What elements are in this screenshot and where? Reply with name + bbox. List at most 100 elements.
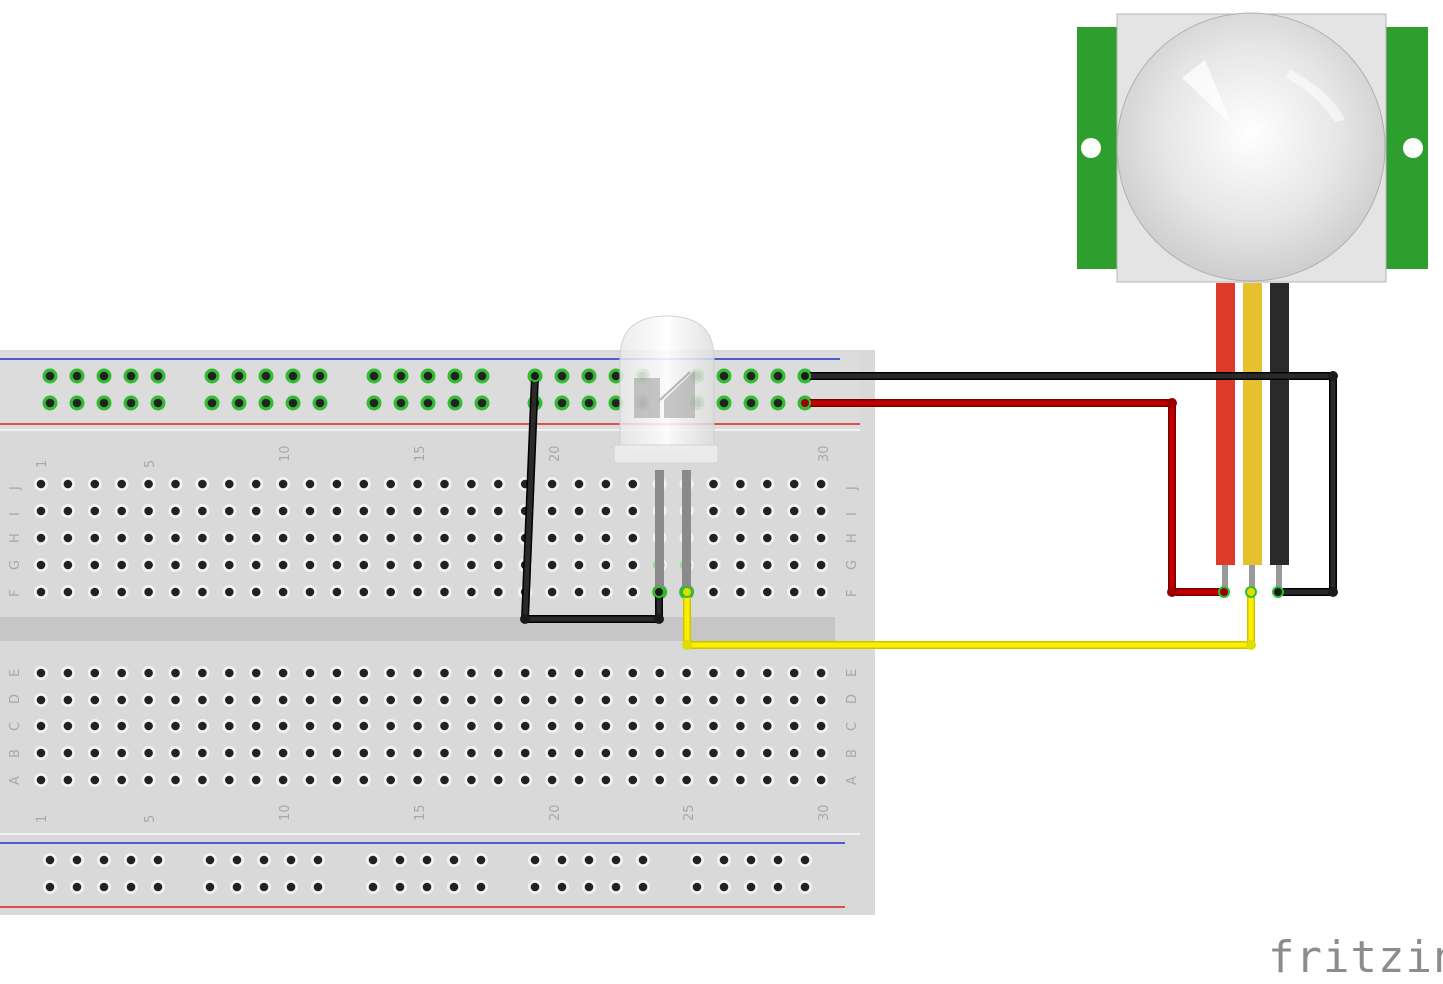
rail-hole-bottom[interactable]	[45, 882, 55, 892]
breadboard-hole[interactable]	[305, 560, 315, 570]
breadboard-hole[interactable]	[709, 775, 718, 785]
breadboard-hole[interactable]	[251, 506, 261, 516]
breadboard-hole[interactable]	[574, 668, 584, 678]
rail-hole-top[interactable]	[315, 398, 325, 408]
breadboard-hole[interactable]	[63, 695, 73, 705]
breadboard-hole[interactable]	[225, 479, 234, 489]
rail-hole-bottom[interactable]	[286, 855, 296, 865]
rail-hole-bottom[interactable]	[800, 882, 810, 892]
breadboard-hole[interactable]	[736, 587, 745, 597]
breadboard-hole[interactable]	[816, 775, 826, 785]
breadboard-hole[interactable]	[413, 721, 422, 731]
breadboard-hole[interactable]	[655, 695, 664, 705]
breadboard-hole[interactable]	[278, 587, 288, 597]
breadboard-hole[interactable]	[198, 668, 207, 678]
breadboard-hole[interactable]	[225, 533, 234, 543]
rail-hole-top[interactable]	[234, 398, 244, 408]
rail-hole-bottom[interactable]	[557, 882, 567, 892]
breadboard-hole[interactable]	[251, 479, 261, 489]
breadboard-hole[interactable]	[198, 695, 207, 705]
breadboard-hole[interactable]	[547, 748, 557, 758]
rail-hole-top[interactable]	[126, 371, 136, 381]
breadboard-hole[interactable]	[520, 748, 530, 758]
breadboard-hole[interactable]	[709, 587, 718, 597]
breadboard-hole[interactable]	[789, 695, 799, 705]
breadboard-hole[interactable]	[628, 506, 638, 516]
rail-hole-top[interactable]	[719, 398, 729, 408]
breadboard-hole[interactable]	[736, 721, 745, 731]
rail-hole-bottom[interactable]	[773, 855, 783, 865]
rail-hole-top[interactable]	[477, 398, 487, 408]
breadboard-hole[interactable]	[440, 748, 449, 758]
rail-hole-top[interactable]	[261, 398, 271, 408]
rail-hole-bottom[interactable]	[692, 882, 702, 892]
breadboard-hole[interactable]	[682, 668, 691, 678]
rail-hole-top[interactable]	[288, 371, 298, 381]
breadboard-hole[interactable]	[682, 748, 691, 758]
breadboard-hole[interactable]	[763, 721, 772, 731]
breadboard-hole[interactable]	[413, 587, 422, 597]
breadboard-hole[interactable]	[117, 668, 126, 678]
breadboard-hole[interactable]	[36, 668, 46, 678]
breadboard-hole[interactable]	[736, 479, 745, 489]
rail-hole-bottom[interactable]	[72, 855, 82, 865]
breadboard-hole[interactable]	[144, 695, 153, 705]
breadboard-hole[interactable]	[789, 506, 799, 516]
rail-hole-bottom[interactable]	[611, 855, 621, 865]
rail-hole-bottom[interactable]	[719, 855, 729, 865]
breadboard-hole[interactable]	[816, 748, 826, 758]
breadboard-hole[interactable]	[278, 506, 288, 516]
breadboard-hole[interactable]	[36, 695, 46, 705]
rail-hole-top[interactable]	[450, 371, 460, 381]
breadboard-hole[interactable]	[601, 721, 611, 731]
rail-hole-top[interactable]	[450, 398, 460, 408]
breadboard-hole[interactable]	[440, 479, 449, 489]
breadboard-hole[interactable]	[332, 587, 342, 597]
rail-hole-bottom[interactable]	[530, 855, 540, 865]
breadboard-hole[interactable]	[547, 533, 557, 543]
breadboard-hole[interactable]	[251, 721, 261, 731]
breadboard-hole[interactable]	[440, 587, 449, 597]
rail-hole-bottom[interactable]	[584, 855, 594, 865]
rail-hole-bottom[interactable]	[259, 882, 269, 892]
breadboard-hole[interactable]	[440, 668, 449, 678]
breadboard-hole[interactable]	[467, 668, 476, 678]
breadboard-hole[interactable]	[359, 506, 369, 516]
rail-hole-top[interactable]	[234, 371, 244, 381]
breadboard-hole[interactable]	[332, 533, 342, 543]
breadboard-hole[interactable]	[574, 560, 584, 570]
breadboard-hole[interactable]	[682, 775, 691, 785]
breadboard-hole[interactable]	[601, 533, 611, 543]
rail-hole-bottom[interactable]	[259, 855, 269, 865]
breadboard-hole[interactable]	[90, 479, 100, 489]
breadboard-hole[interactable]	[709, 560, 718, 570]
breadboard-hole[interactable]	[655, 748, 664, 758]
breadboard-hole[interactable]	[547, 479, 557, 489]
breadboard-hole[interactable]	[763, 695, 772, 705]
rail-hole-bottom[interactable]	[719, 882, 729, 892]
breadboard-hole[interactable]	[467, 506, 476, 516]
breadboard-hole[interactable]	[305, 587, 315, 597]
rail-hole-top[interactable]	[557, 371, 567, 381]
rail-hole-top[interactable]	[773, 398, 783, 408]
breadboard-hole[interactable]	[601, 560, 611, 570]
breadboard-hole[interactable]	[144, 506, 153, 516]
breadboard-hole[interactable]	[198, 775, 207, 785]
rail-hole-top[interactable]	[72, 398, 82, 408]
breadboard-hole[interactable]	[278, 479, 288, 489]
breadboard-hole[interactable]	[628, 695, 638, 705]
breadboard-hole[interactable]	[520, 668, 530, 678]
breadboard-hole[interactable]	[763, 506, 772, 516]
breadboard-hole[interactable]	[816, 479, 826, 489]
breadboard-hole[interactable]	[816, 560, 826, 570]
rail-hole-top[interactable]	[773, 371, 783, 381]
rail-hole-bottom[interactable]	[422, 882, 432, 892]
breadboard-hole[interactable]	[117, 587, 126, 597]
breadboard-hole[interactable]	[574, 587, 584, 597]
breadboard-hole[interactable]	[198, 748, 207, 758]
rail-hole-top[interactable]	[207, 371, 217, 381]
breadboard-hole[interactable]	[520, 775, 530, 785]
breadboard-hole[interactable]	[251, 560, 261, 570]
breadboard-hole[interactable]	[359, 775, 369, 785]
breadboard-hole[interactable]	[117, 748, 126, 758]
